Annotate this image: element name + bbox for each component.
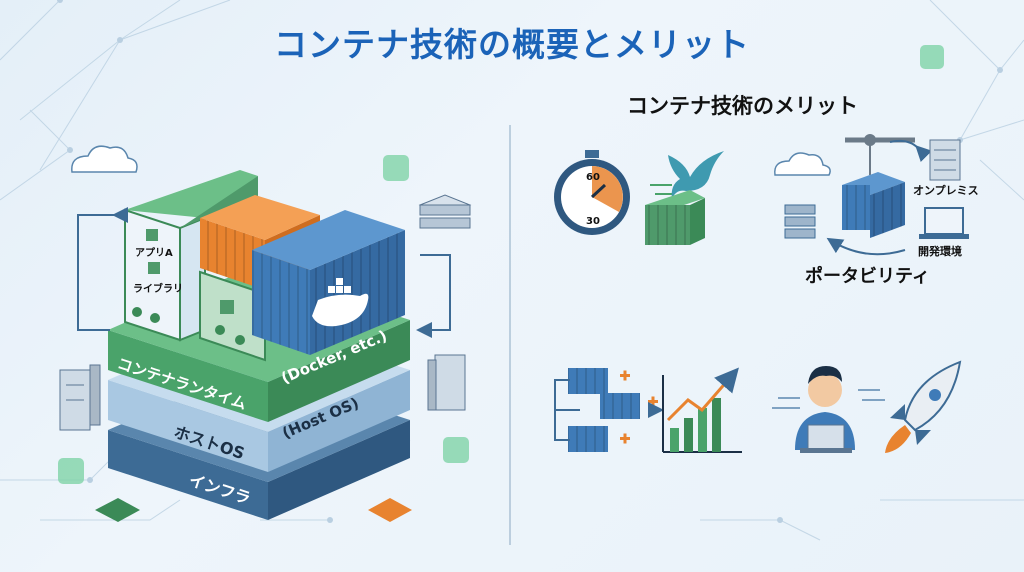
curve-arrow-bottom: [826, 237, 906, 256]
server-icon-left: [59, 364, 101, 431]
crane-icon: [845, 134, 915, 175]
server-icon-stack: [418, 194, 472, 229]
container-green: [125, 170, 258, 228]
container-lower-green: [199, 270, 266, 362]
bird-icon: [668, 151, 724, 199]
flow-arrow-left: [77, 207, 128, 331]
merits-heading: コンテナ技術のメリット: [627, 94, 858, 118]
clock-tile-icon: [920, 45, 944, 69]
green-container-small: [645, 190, 705, 245]
speed-lines-dev: [772, 389, 885, 409]
chip-icon-orange: [368, 498, 412, 522]
server-stack-icon: [784, 204, 816, 239]
scale-bracket: [554, 379, 580, 441]
container-lib-label: ライブラリ: [133, 284, 183, 295]
bulb-tile-icon: [58, 458, 84, 484]
speed-lines: [650, 184, 672, 195]
cloud-icon: [71, 145, 138, 173]
rocket-icon: [885, 360, 962, 453]
flow-arrow-right: [416, 254, 451, 338]
server-rack-icon: [929, 139, 961, 181]
container-white: [124, 208, 206, 342]
cube-icon: [146, 229, 160, 274]
scale-containers: [568, 368, 640, 452]
server-icon-right: [427, 354, 466, 411]
stopwatch-top-label: 60: [586, 172, 600, 183]
tile-icon: [383, 155, 409, 181]
stopwatch-bottom-label: 30: [586, 216, 600, 227]
stopwatch-icon: [554, 150, 630, 235]
portability-label: ポータビリティ: [805, 266, 930, 287]
page-title: コンテナ技術の概要とメリット: [274, 25, 750, 64]
docker-whale-icon: [312, 278, 369, 327]
hanging-container: [842, 172, 905, 238]
curve-arrow-top: [889, 139, 933, 163]
plus-icons: [620, 370, 658, 444]
chart-tile-icon: [443, 437, 469, 463]
onprem-label: オンプレミス: [913, 184, 979, 197]
cloud-icon-right: [774, 152, 831, 176]
chip-icon-green: [95, 498, 140, 522]
container-app-label: アプリA: [135, 248, 173, 259]
gear-icon: [132, 307, 245, 345]
devenv-label: 開発環境: [918, 245, 962, 258]
laptop-icon-dev: [800, 424, 852, 453]
laptop-icon: [919, 207, 969, 239]
bar-chart-icon: [662, 367, 742, 453]
